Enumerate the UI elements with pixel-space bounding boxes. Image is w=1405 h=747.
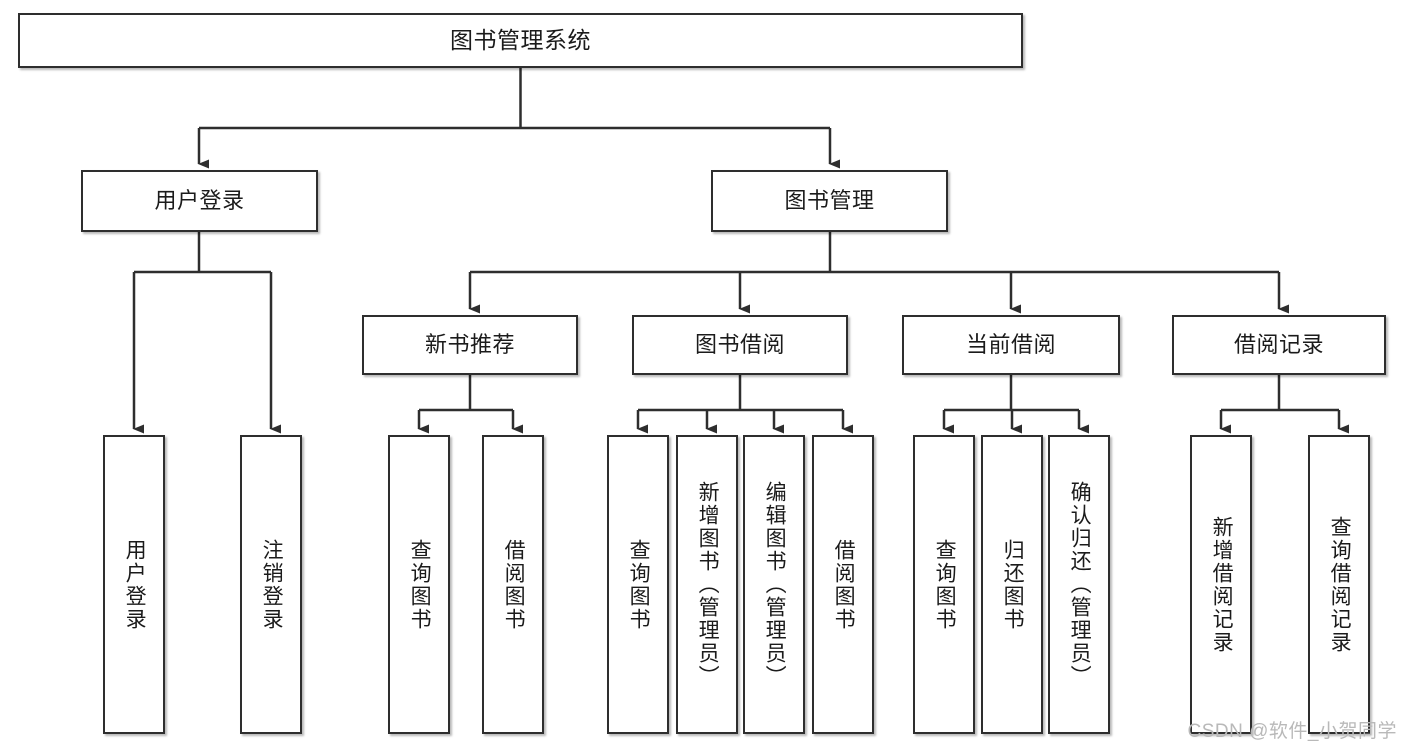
- node-leaf-user-logout-label: 注销登录: [260, 538, 284, 631]
- node-book-manage[interactable]: 图书管理: [711, 170, 948, 232]
- node-leaf-add-book[interactable]: 新增图书（管理员）: [676, 435, 738, 734]
- node-leaf-edit-book-label: 编辑图书（管理员）: [763, 481, 787, 688]
- node-leaf-edit-book[interactable]: 编辑图书（管理员）: [743, 435, 805, 734]
- node-leaf-return-book-label: 归还图书: [1001, 538, 1025, 631]
- node-root[interactable]: 图书管理系统: [18, 13, 1023, 68]
- node-leaf-query-book-cur[interactable]: 查询图书: [913, 435, 975, 734]
- node-leaf-query-book-rec[interactable]: 查询图书: [388, 435, 450, 734]
- node-leaf-query-book-borrow-label: 查询图书: [627, 538, 651, 631]
- node-leaf-query-record[interactable]: 查询借阅记录: [1308, 435, 1370, 734]
- node-leaf-borrow-book-rec-label: 借阅图书: [502, 538, 526, 631]
- node-new-book-rec-label: 新书推荐: [424, 331, 515, 357]
- node-leaf-user-login-label: 用户登录: [123, 538, 147, 631]
- node-borrow-record[interactable]: 借阅记录: [1172, 315, 1386, 375]
- node-book-borrow[interactable]: 图书借阅: [632, 315, 848, 375]
- node-leaf-borrow-book-rec[interactable]: 借阅图书: [482, 435, 544, 734]
- node-user-login-label: 用户登录: [154, 187, 245, 213]
- node-leaf-confirm-return-label: 确认归还（管理员）: [1068, 481, 1092, 688]
- node-borrow-record-label: 借阅记录: [1233, 331, 1324, 357]
- node-leaf-borrow-book[interactable]: 借阅图书: [812, 435, 874, 734]
- node-current-borrow-label: 当前借阅: [965, 331, 1056, 357]
- node-root-label: 图书管理系统: [450, 26, 591, 53]
- node-leaf-confirm-return[interactable]: 确认归还（管理员）: [1048, 435, 1110, 734]
- node-leaf-query-book-borrow[interactable]: 查询图书: [607, 435, 669, 734]
- node-leaf-user-logout[interactable]: 注销登录: [240, 435, 302, 734]
- node-new-book-rec[interactable]: 新书推荐: [362, 315, 578, 375]
- node-leaf-return-book[interactable]: 归还图书: [981, 435, 1043, 734]
- node-leaf-user-login[interactable]: 用户登录: [103, 435, 165, 734]
- node-current-borrow[interactable]: 当前借阅: [902, 315, 1120, 375]
- node-leaf-add-record[interactable]: 新增借阅记录: [1190, 435, 1252, 734]
- node-leaf-query-record-label: 查询借阅记录: [1328, 515, 1352, 654]
- watermark-text: CSDN @软件_小贺同学: [1187, 721, 1397, 742]
- node-user-login[interactable]: 用户登录: [81, 170, 318, 232]
- node-leaf-add-book-label: 新增图书（管理员）: [696, 481, 720, 688]
- node-leaf-add-record-label: 新增借阅记录: [1210, 515, 1234, 654]
- node-leaf-query-book-cur-label: 查询图书: [933, 538, 957, 631]
- node-book-manage-label: 图书管理: [784, 187, 875, 213]
- node-leaf-query-book-rec-label: 查询图书: [408, 538, 432, 631]
- node-leaf-borrow-book-label: 借阅图书: [832, 538, 856, 631]
- node-book-borrow-label: 图书借阅: [694, 331, 785, 357]
